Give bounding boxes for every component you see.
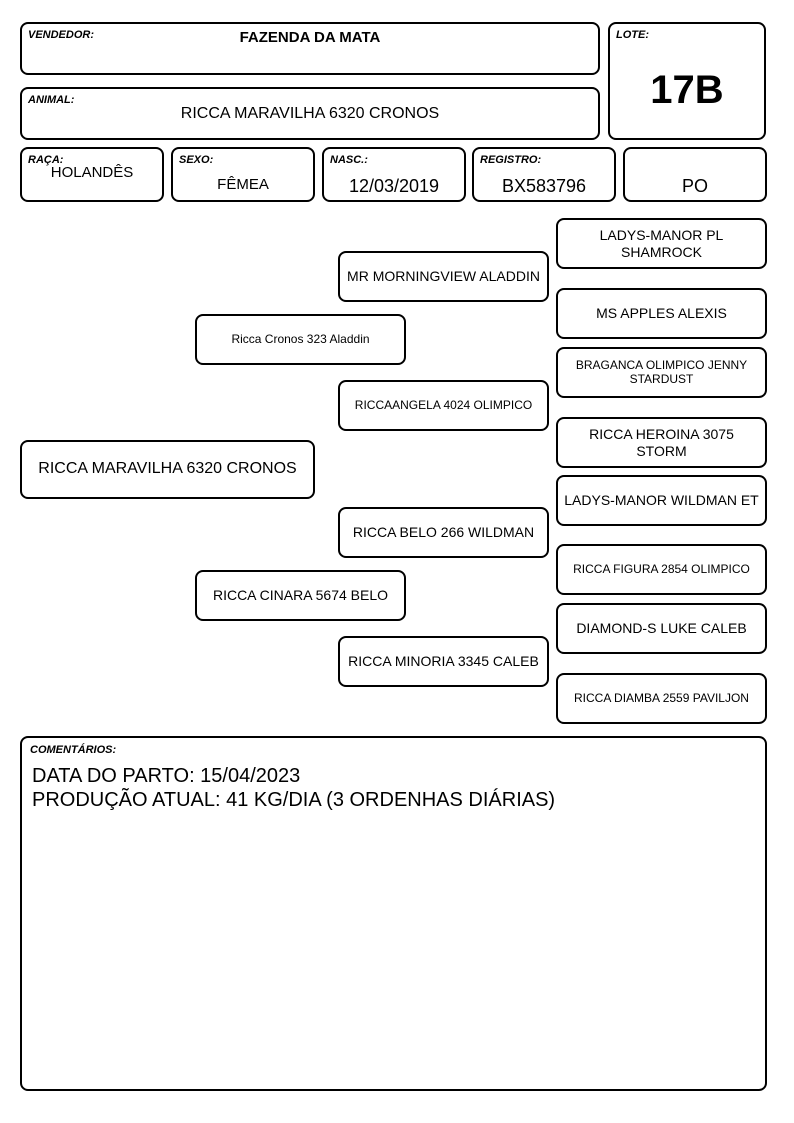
nasc-label: NASC.:	[330, 154, 368, 166]
pedigree-dam-dam: RICCA MINORIA 3345 CALEB	[338, 636, 549, 687]
comments-label: COMENTÁRIOS:	[30, 744, 117, 756]
sexo-label: SEXO:	[179, 154, 214, 166]
lote-value: 17B	[650, 68, 724, 112]
pedigree-sire-sire: MR MORNINGVIEW ALADDIN	[338, 251, 549, 302]
registro-box: REGISTRO: BX583796	[472, 147, 616, 202]
pedigree-ggp-1: LADYS-MANOR PL SHAMROCK	[556, 218, 767, 269]
categoria-value: PO	[681, 176, 708, 196]
animal-box: ANIMAL: RICCA MARAVILHA 6320 CRONOS	[20, 87, 600, 140]
sexo-value: FÊMEA	[217, 176, 269, 193]
vendedor-box: VENDEDOR: FAZENDA DA MATA	[20, 22, 600, 75]
pedigree-ggp-5: LADYS-MANOR WILDMAN ET	[556, 475, 767, 526]
pedigree-ggp-7: DIAMOND-S LUKE CALEB	[556, 603, 767, 654]
pedigree-sire-dam: RICCAANGELA 4024 OLIMPICO	[338, 380, 549, 431]
pedigree-dam: RICCA CINARA 5674 BELO	[195, 570, 406, 621]
pedigree-ggp-3: BRAGANCA OLIMPICO JENNY STARDUST	[556, 347, 767, 398]
pedigree-ggp-6: RICCA FIGURA 2854 OLIMPICO	[556, 544, 767, 595]
animal-value: RICCA MARAVILHA 6320 CRONOS	[180, 105, 440, 122]
comments-text: DATA DO PARTO: 15/04/2023 PRODUÇÃO ATUAL…	[32, 764, 755, 812]
lote-box: LOTE: 17B	[608, 22, 766, 140]
registro-label: REGISTRO:	[480, 154, 542, 166]
sexo-box: SEXO: FÊMEA	[171, 147, 315, 202]
comments-line-2: PRODUÇÃO ATUAL: 41 KG/DIA (3 ORDENHAS DI…	[32, 789, 556, 811]
pedigree-subject: RICCA MARAVILHA 6320 CRONOS	[20, 440, 315, 499]
raca-box: RAÇA: HOLANDÊS	[20, 147, 164, 202]
comments-box: COMENTÁRIOS: DATA DO PARTO: 15/04/2023 P…	[20, 736, 767, 1091]
pedigree-sire: Ricca Cronos 323 Aladdin	[195, 314, 406, 365]
categoria-box: PO	[623, 147, 767, 202]
pedigree-ggp-4: RICCA HEROINA 3075 STORM	[556, 417, 767, 468]
vendedor-value: FAZENDA DA MATA	[239, 29, 381, 46]
nasc-value: 12/03/2019	[348, 176, 440, 196]
nasc-box: NASC.: 12/03/2019	[322, 147, 466, 202]
registro-value: BX583796	[501, 176, 587, 196]
lote-label: LOTE:	[616, 29, 649, 41]
animal-label: ANIMAL:	[28, 94, 75, 106]
raca-value: HOLANDÊS	[50, 164, 134, 181]
pedigree-dam-sire: RICCA BELO 266 WILDMAN	[338, 507, 549, 558]
raca-label: RAÇA:	[28, 154, 64, 166]
comments-line-1: DATA DO PARTO: 15/04/2023	[32, 765, 301, 787]
pedigree-ggp-2: MS APPLES ALEXIS	[556, 288, 767, 339]
pedigree-ggp-8: RICCA DIAMBA 2559 PAVILJON	[556, 673, 767, 724]
vendedor-label: VENDEDOR:	[28, 29, 95, 41]
